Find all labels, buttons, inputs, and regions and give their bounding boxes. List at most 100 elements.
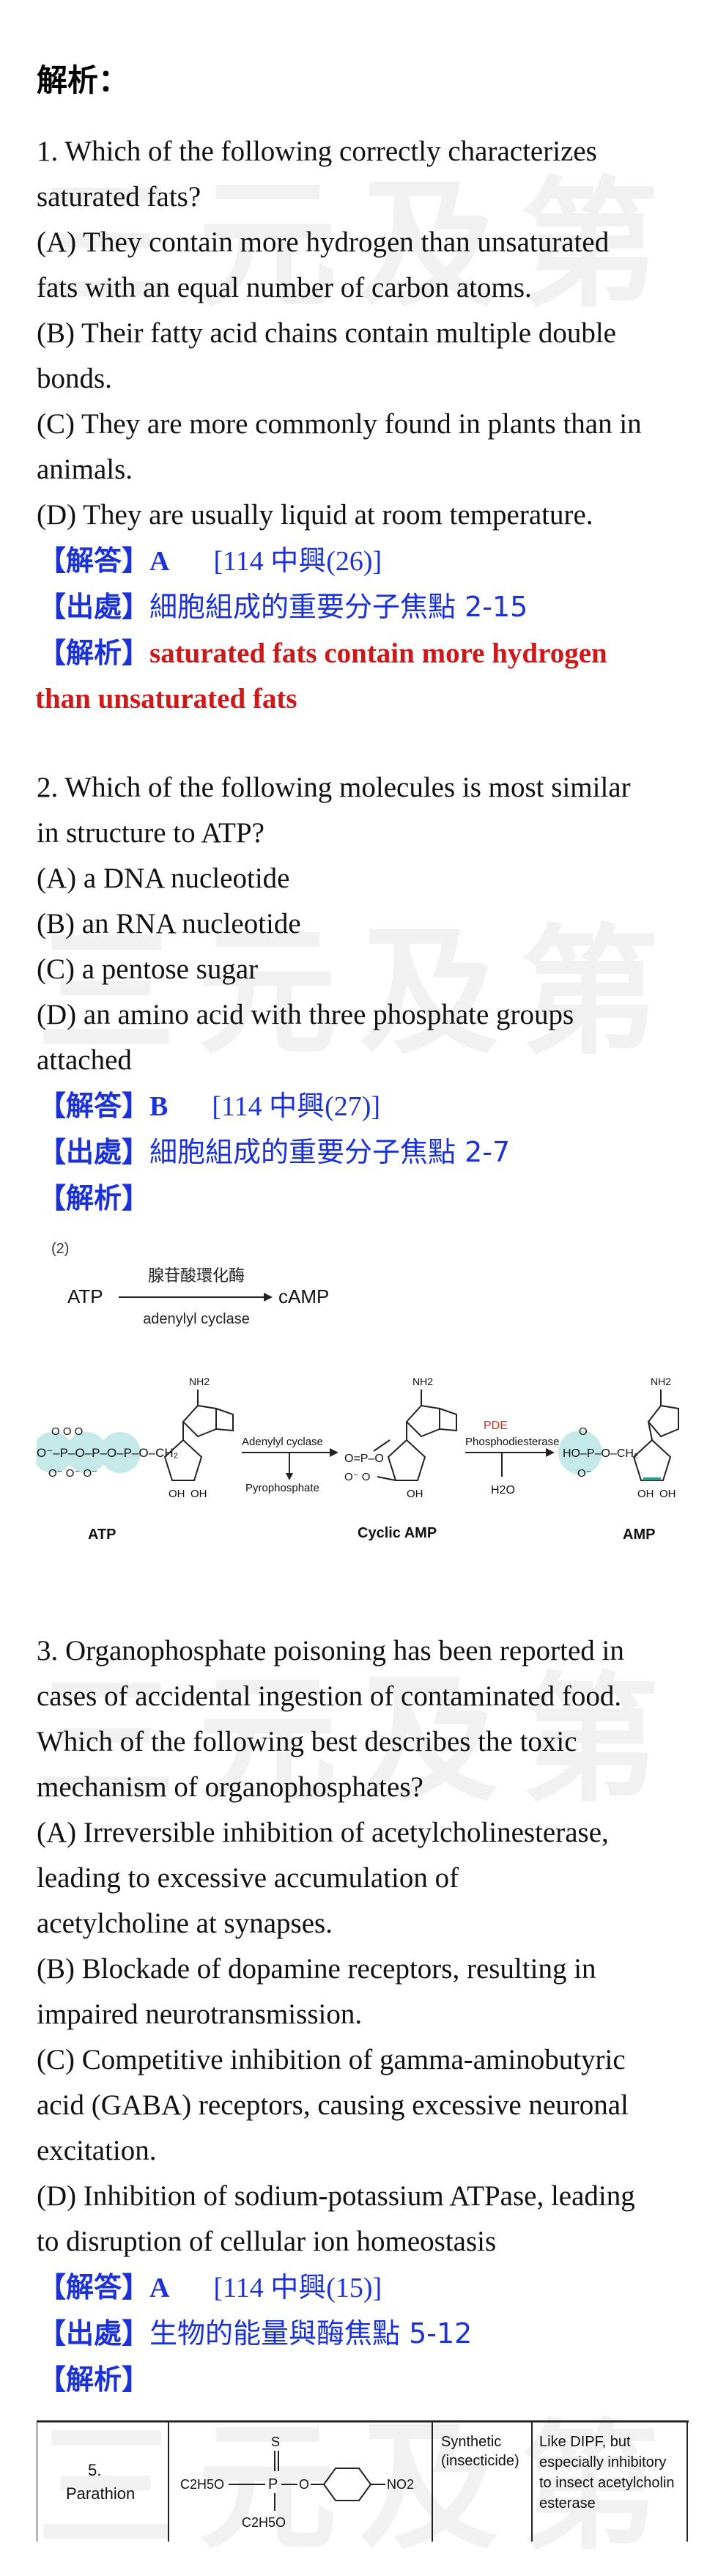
explain-tag: 【解析】 [38, 1182, 150, 1214]
option-line: impaired neurotransmission. [37, 1999, 363, 2030]
adenine-ring [405, 1404, 440, 1438]
compound-type: (insecticide) [441, 2453, 519, 2469]
explain-line: 【解析】saturated fats contain more hydrogen [38, 630, 681, 676]
explain-line: 【解析】 [38, 1176, 681, 1222]
option-line: fats with an equal number of carbon atom… [37, 272, 532, 303]
hydroxyl-label: OH [407, 1488, 423, 1500]
question-stem: saturated fats? [37, 181, 201, 213]
adenine-ring [182, 1404, 217, 1438]
source-tag: 【出處】 [38, 2317, 150, 2350]
ethoxy-label: C2H5O [242, 2515, 286, 2530]
parathion-structure: S C2H5O P O NO2 C2H5O [180, 2435, 414, 2530]
option-line: (D) They are usually liquid at room temp… [37, 499, 593, 531]
amine-label: NH2 [651, 1376, 671, 1387]
answer-line: 【解答】A [114 中興(15)] [38, 2265, 681, 2311]
question-stem: 2. Which of the following molecules is m… [37, 772, 631, 803]
ethoxy-label: C2H5O [180, 2477, 224, 2492]
arrow-head-icon [546, 1448, 555, 1457]
answer-letter: B [149, 1091, 169, 1122]
explain-line: 【解析】 [38, 2357, 681, 2403]
option-line: (A) They contain more hydrogen than unsa… [37, 226, 610, 258]
adenine-ring [647, 1404, 679, 1438]
option-line: bonds. [37, 363, 112, 394]
question-stem: mechanism of organophosphates? [37, 1771, 423, 1803]
cyclase-label: Adenylyl cyclase [242, 1436, 323, 1448]
pyrophosphate-label: Pyrophosphate [245, 1482, 319, 1494]
question-2: 2. Which of the following molecules is m… [37, 765, 681, 1222]
adenine-ring [215, 1407, 234, 1432]
reaction-substrate: ATP [67, 1285, 103, 1307]
phosphodiesterase-label: Phosphodiesterase [465, 1436, 559, 1448]
source-tag: 【出處】 [38, 1136, 150, 1168]
amine-label: NH2 [189, 1376, 210, 1387]
ribose-ring [632, 1439, 672, 1481]
enzyme-name-en: adenylyl cyclase [143, 1311, 250, 1327]
amp-label: AMP [623, 1527, 655, 1543]
explain-text: saturated fats contain more hydrogen [149, 638, 607, 669]
atp-structure: O⁻–P–O–P–O–P–O–CH₂ O O O O⁻ O⁻ O⁻ OH OH … [37, 1376, 234, 1543]
arrow-head-icon [264, 1293, 273, 1302]
option-line: (D) an amino acid with three phosphate g… [37, 999, 574, 1030]
water-label: H2O [491, 1484, 515, 1496]
source-tag: 【出處】 [38, 591, 150, 623]
svg-text:O=P–O: O=P–O [344, 1453, 384, 1465]
pde-label: PDE [484, 1420, 508, 1432]
hydroxyl-label: OH [659, 1488, 676, 1500]
answer-line: 【解答】A[114 中興(26)] [38, 538, 681, 584]
amine-label: NH2 [412, 1376, 433, 1387]
question-stem: 3. Organophosphate poisoning has been re… [37, 1635, 624, 1667]
svg-text:P: P [268, 2476, 278, 2492]
option-line: to disruption of cellular ion homeostasi… [37, 2226, 497, 2257]
option-line: (A) Irreversible inhibition of acetylcho… [37, 1817, 609, 1848]
amp-structure: HO–P–O–CH₂ O O⁻ OH OH NH2 AMP [558, 1376, 679, 1543]
explain-tag: 【解析】 [38, 637, 150, 669]
answer-source: [114 中興(15)] [213, 2273, 382, 2303]
answer-source: [114 中興(27)] [212, 1091, 381, 1122]
ribose-ring [163, 1439, 203, 1481]
phosphate-group [66, 1432, 107, 1473]
answer-tag: 【解答】 [38, 2271, 150, 2303]
svg-text:HO–P–O–CH₂: HO–P–O–CH₂ [563, 1447, 638, 1460]
option-line: acid (GABA) receptors, causing excessive… [37, 2089, 629, 2121]
phosphate-group [37, 1432, 73, 1473]
answer-letter: A [149, 2273, 170, 2303]
answer-tag: 【解答】 [38, 545, 150, 577]
source-text: 細胞組成的重要分子焦點 2-7 [149, 1136, 511, 1168]
compound-name: Parathion [66, 2484, 135, 2503]
option-line: excitation. [37, 2135, 157, 2166]
option-line: (C) They are more commonly found in plan… [37, 408, 642, 440]
option-line: (C) a pentose sugar [37, 953, 259, 985]
row-number: 5. [88, 2461, 101, 2479]
hydroxyl-label: OH [637, 1488, 654, 1500]
nitro-label: NO2 [387, 2477, 414, 2492]
hydroxyl-label: OH [190, 1488, 207, 1500]
question-stem: cases of accidental ingestion of contami… [37, 1680, 622, 1712]
source-line: 【出處】生物的能量與酶焦點 5-12 [38, 2311, 681, 2357]
svg-text:O⁻–P–O–P–O–P–O–CH₂: O⁻–P–O–P–O–P–O–CH₂ [37, 1446, 178, 1460]
question-stem: Which of the following best describes th… [37, 1726, 577, 1757]
question-1: 1. Which of the following correctly char… [35, 129, 681, 722]
figure-number: (2) [51, 1241, 69, 1257]
parathion-table-row: 5. Parathion S C2H5O P O NO2 C2H5O Synth… [37, 2420, 689, 2542]
phosphate-group [100, 1432, 141, 1473]
answer-line: 【解答】B [114 中興(27)] [38, 1083, 681, 1129]
source-text: 細胞組成的重要分子焦點 2-15 [149, 591, 528, 623]
answer-letter: A [149, 546, 170, 577]
option-line: animals. [37, 454, 133, 485]
hydroxyl-label: OH [169, 1488, 185, 1500]
section-heading: 解析： [37, 62, 130, 98]
svg-text:O⁻ O⁻ O⁻: O⁻ O⁻ O⁻ [48, 1467, 97, 1480]
arrow-head-icon [330, 1448, 338, 1457]
answer-tag: 【解答】 [38, 1090, 150, 1122]
svg-text:O⁻: O⁻ [577, 1467, 592, 1480]
svg-text:O: O [299, 2477, 309, 2492]
benzene-ring [322, 2468, 372, 2501]
adenine-ring [439, 1407, 457, 1432]
option-line: attached [37, 1044, 132, 1076]
reaction-product: cAMP [278, 1285, 329, 1307]
camp-structure: O=P–O O⁻ O OH NH2 Cyclic AMP [344, 1376, 457, 1541]
reaction-scheme: (2) ATP cAMP 腺苷酸環化酶 adenylyl cyclase [51, 1241, 329, 1327]
option-line: (B) Their fatty acid chains contain mult… [37, 317, 616, 349]
option-line: acetylcholine at synapses. [37, 1908, 333, 1939]
compound-note: Like DIPF, but [539, 2434, 631, 2450]
